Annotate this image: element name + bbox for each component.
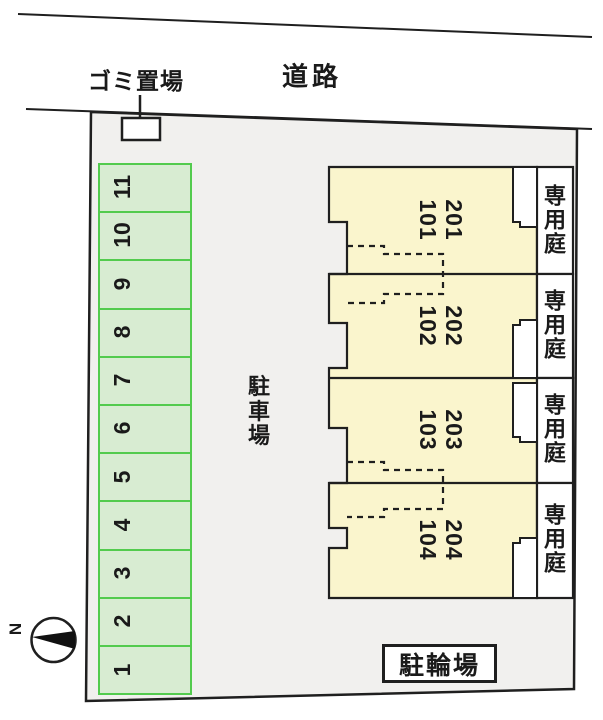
private-garden-label: 専用庭 <box>543 183 566 258</box>
terrace-notch-4 <box>512 537 538 599</box>
garden-cell-2 <box>535 272 575 380</box>
parking-space <box>98 259 192 310</box>
parking-column <box>98 163 192 696</box>
unit-upper: 201 <box>441 199 467 241</box>
road-upper-edge <box>17 13 593 38</box>
compass-needle <box>32 631 75 649</box>
parking-space <box>98 596 192 647</box>
dashed-line-units-3-4 <box>347 460 445 519</box>
parking-space <box>98 355 192 406</box>
parking-space-number: 6 <box>108 421 135 435</box>
terrace-notch-2 <box>512 319 538 379</box>
parking-space-number: 5 <box>108 470 135 484</box>
parking-space-number: 4 <box>108 518 135 532</box>
parking-space-number: 3 <box>108 566 135 580</box>
parking-space-number: 9 <box>108 277 135 291</box>
private-garden-label: 専用庭 <box>543 392 566 467</box>
garbage-box <box>120 116 162 142</box>
parking-space-number: 1 <box>108 663 135 677</box>
dashed-line-units-1-2 <box>347 244 445 305</box>
unit-lower: 102 <box>415 305 441 347</box>
road-label: 道路 <box>281 61 343 92</box>
parking-space-number: 7 <box>108 373 135 387</box>
unit-lower: 103 <box>415 409 441 451</box>
parking-space-number: 8 <box>108 325 135 339</box>
unit-upper: 202 <box>441 305 467 347</box>
bicycle-parking-label: 駐輪場 <box>398 651 480 680</box>
parking-space-number: 2 <box>108 614 135 628</box>
terrace-notch-3 <box>512 382 538 443</box>
bicycle-parking-box: 駐輪場 <box>382 644 497 683</box>
parking-space <box>98 644 192 696</box>
parking-space-number: 11 <box>108 174 135 200</box>
unit-lower: 101 <box>415 199 441 241</box>
unit-upper: 203 <box>441 409 467 451</box>
terrace-notch-1 <box>512 166 538 228</box>
parking-lot-label: 駐車場 <box>247 374 270 449</box>
garbage-area-label: ゴミ置場 <box>88 67 184 94</box>
parking-space-number: 10 <box>108 222 135 248</box>
north-label: N <box>6 622 26 636</box>
private-garden-label: 専用庭 <box>543 502 566 577</box>
unit-lower: 104 <box>415 519 441 561</box>
private-garden-label: 専用庭 <box>543 288 566 363</box>
parking-space <box>98 500 192 551</box>
parking-space <box>98 211 192 262</box>
unit-upper: 204 <box>441 519 467 561</box>
parking-space <box>98 452 192 503</box>
